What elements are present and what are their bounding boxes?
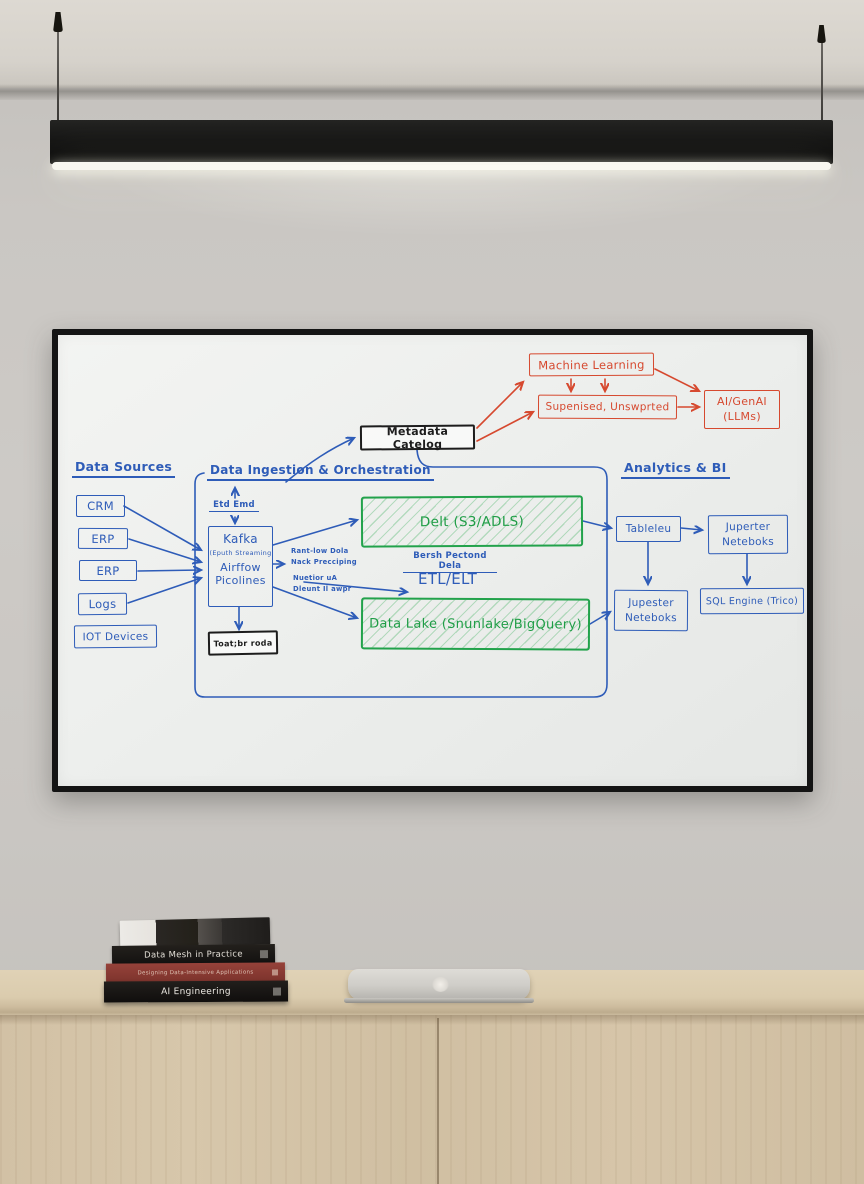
light-glow: [40, 165, 844, 345]
source-box-erp1: ERP: [77, 527, 129, 550]
annotation-realtime-line1: Rant-low Dola: [291, 547, 349, 555]
arrow-crm-to-kafka: [123, 505, 201, 550]
source-erp1-label: ERP: [91, 531, 115, 546]
light-diffuser-strip: [52, 162, 831, 170]
pendant-cable-right: [821, 40, 823, 125]
ceiling: [0, 0, 864, 88]
etl-elt-label: ETL/ELT: [418, 570, 477, 588]
tableau-box: Tableleu: [616, 516, 681, 542]
heading-analytics-label: Analytics & BI: [624, 460, 727, 475]
arrow-annotations-to-etl: [303, 581, 407, 592]
metadata-catalog-label: Metadata Catelog: [386, 424, 449, 451]
batch-label-text: Bersh Pectond Dela: [413, 551, 487, 571]
annotation-secondary-line2: Dleunt Il awpr: [293, 584, 352, 593]
supervised-label: Supenised, Unswprted: [545, 400, 670, 414]
delta-storage-label: Delt (S3/ADLS): [419, 513, 525, 530]
book-publisher-mark-icon: [259, 949, 269, 958]
etl-end-label: Etd Emd: [209, 500, 259, 512]
book-red-publisher-mark-icon: [271, 968, 279, 975]
sideboard-door-seam: [437, 1018, 439, 1184]
laptop-base: [344, 998, 534, 1003]
heading-analytics: Analytics & BI: [621, 460, 730, 479]
annotation-realtime: Rant-low Dola Nack Precciping: [291, 546, 357, 567]
loop-metadata-ingestion: [194, 449, 608, 698]
book-data-mesh-title: Data Mesh in Practice: [144, 948, 243, 961]
jupyter-top-line1: Juperter: [725, 521, 771, 534]
book-red-spine: Designing Data-Intensive Applications: [105, 962, 286, 983]
pendant-cable-left: [57, 28, 59, 123]
ai-genai-box: AI/GenAI (LLMs): [704, 390, 780, 429]
etl-elt-text: ETL/ELT: [418, 570, 478, 588]
source-logs-label: Logs: [88, 596, 117, 612]
heading-data-sources: Data Sources: [72, 459, 176, 478]
jupyter-bottom-line2: Neteboks: [624, 611, 677, 624]
arrow-erp1-to-kafka: [128, 538, 201, 562]
book-top-cover: [119, 917, 271, 948]
airflow-label-2: Picolines: [215, 574, 266, 587]
airflow-label-1: Airffow: [220, 561, 261, 574]
machine-learning-label: Machine Learning: [538, 357, 645, 372]
kafka-label: Kafka: [223, 532, 258, 546]
note-box-label: Toat;br roda: [213, 637, 273, 649]
source-iot-label: IOT Devices: [82, 630, 149, 643]
book-ai-publisher-mark-icon: [272, 987, 282, 996]
kafka-sub-label: (Eputh Streaming: [209, 549, 272, 557]
diagram-connectors: [123, 368, 807, 698]
arrow-heading-to-metadata: [285, 438, 354, 483]
annotation-realtime-line2: Nack Precciping: [291, 557, 357, 566]
jupyter-bottom-line1: Jupester: [628, 597, 674, 610]
ai-genai-line2: (LLMs): [723, 409, 761, 423]
jupyter-notebooks-bottom-box: Jupester Neteboks: [613, 589, 689, 632]
arrow-erp2-to-kafka: [137, 570, 201, 571]
sql-engine-box: SQL Engine (Trico): [699, 587, 805, 615]
data-lake-label: Data Lake (Snunlake/BigQuery): [369, 615, 582, 633]
note-box: Toat;br roda: [207, 630, 279, 656]
book-ai-engineering: AI Engineering: [103, 980, 289, 1003]
architecture-diagram: Machine Learning Supenised, Unswprted AI…: [58, 335, 807, 786]
tableau-label: Tableleu: [625, 523, 672, 535]
kafka-airflow-box: Kafka (Eputh Streaming Airffow Picolines: [208, 526, 273, 607]
laptop-logo-icon: [432, 977, 449, 992]
source-crm-label: CRM: [87, 499, 114, 513]
data-lake-box: Data Lake (Snunlake/BigQuery): [360, 597, 591, 651]
source-erp2-label: ERP: [96, 563, 120, 578]
delta-storage-box: Delt (S3/ADLS): [360, 495, 584, 548]
book-red-title: Designing Data-Intensive Applications: [137, 969, 254, 976]
sql-engine-label: SQL Engine (Trico): [705, 595, 799, 607]
heading-ingestion-label: Data Ingestion & Orchestration: [210, 463, 431, 477]
ceiling-mount-right: [817, 25, 826, 43]
ai-genai-line1: AI/GenAI: [717, 395, 767, 409]
jupyter-notebooks-top-box: Juperter Neteboks: [707, 514, 789, 555]
annotation-secondary-line1: Nuetior uA: [293, 574, 338, 582]
annotation-secondary: Nuetior uA Dleunt Il awpr: [293, 573, 351, 594]
source-box-logs: Logs: [77, 592, 128, 616]
source-box-iot: IOT Devices: [73, 624, 158, 649]
supervised-box: Supenised, Unswprted: [537, 394, 678, 420]
arrow-kafka-to-delta: [272, 520, 357, 546]
linear-pendant-light: [50, 120, 833, 164]
machine-learning-box: Machine Learning: [528, 352, 655, 377]
heading-data-sources-label: Data Sources: [75, 459, 173, 474]
sideboard-doors: [0, 1015, 864, 1184]
batch-label: Bersh Pectond Dela: [403, 551, 497, 573]
arrow-metadata-to-ml: [476, 382, 523, 429]
arrow-kafka-to-datalake: [272, 586, 357, 618]
source-box-crm: CRM: [76, 495, 125, 517]
arrow-logs-to-kafka: [127, 578, 201, 604]
source-box-erp2: ERP: [79, 560, 137, 581]
heading-ingestion: Data Ingestion & Orchestration: [207, 463, 434, 481]
metadata-catalog-box: Metadata Catelog: [359, 424, 476, 451]
book-ai-engineering-title: AI Engineering: [161, 986, 231, 997]
whiteboard: Machine Learning Supenised, Unswprted AI…: [52, 329, 813, 792]
arrow-metadata-to-supervised: [476, 412, 533, 442]
jupyter-top-line2: Neteboks: [722, 535, 775, 548]
arrow-ml-to-genai: [654, 368, 699, 391]
arrow-tableau-to-jupyter: [680, 528, 702, 530]
ceiling-mount-left: [53, 12, 63, 32]
etl-end-text: Etd Emd: [213, 500, 255, 510]
ceiling-wall-shadow: [0, 84, 864, 100]
